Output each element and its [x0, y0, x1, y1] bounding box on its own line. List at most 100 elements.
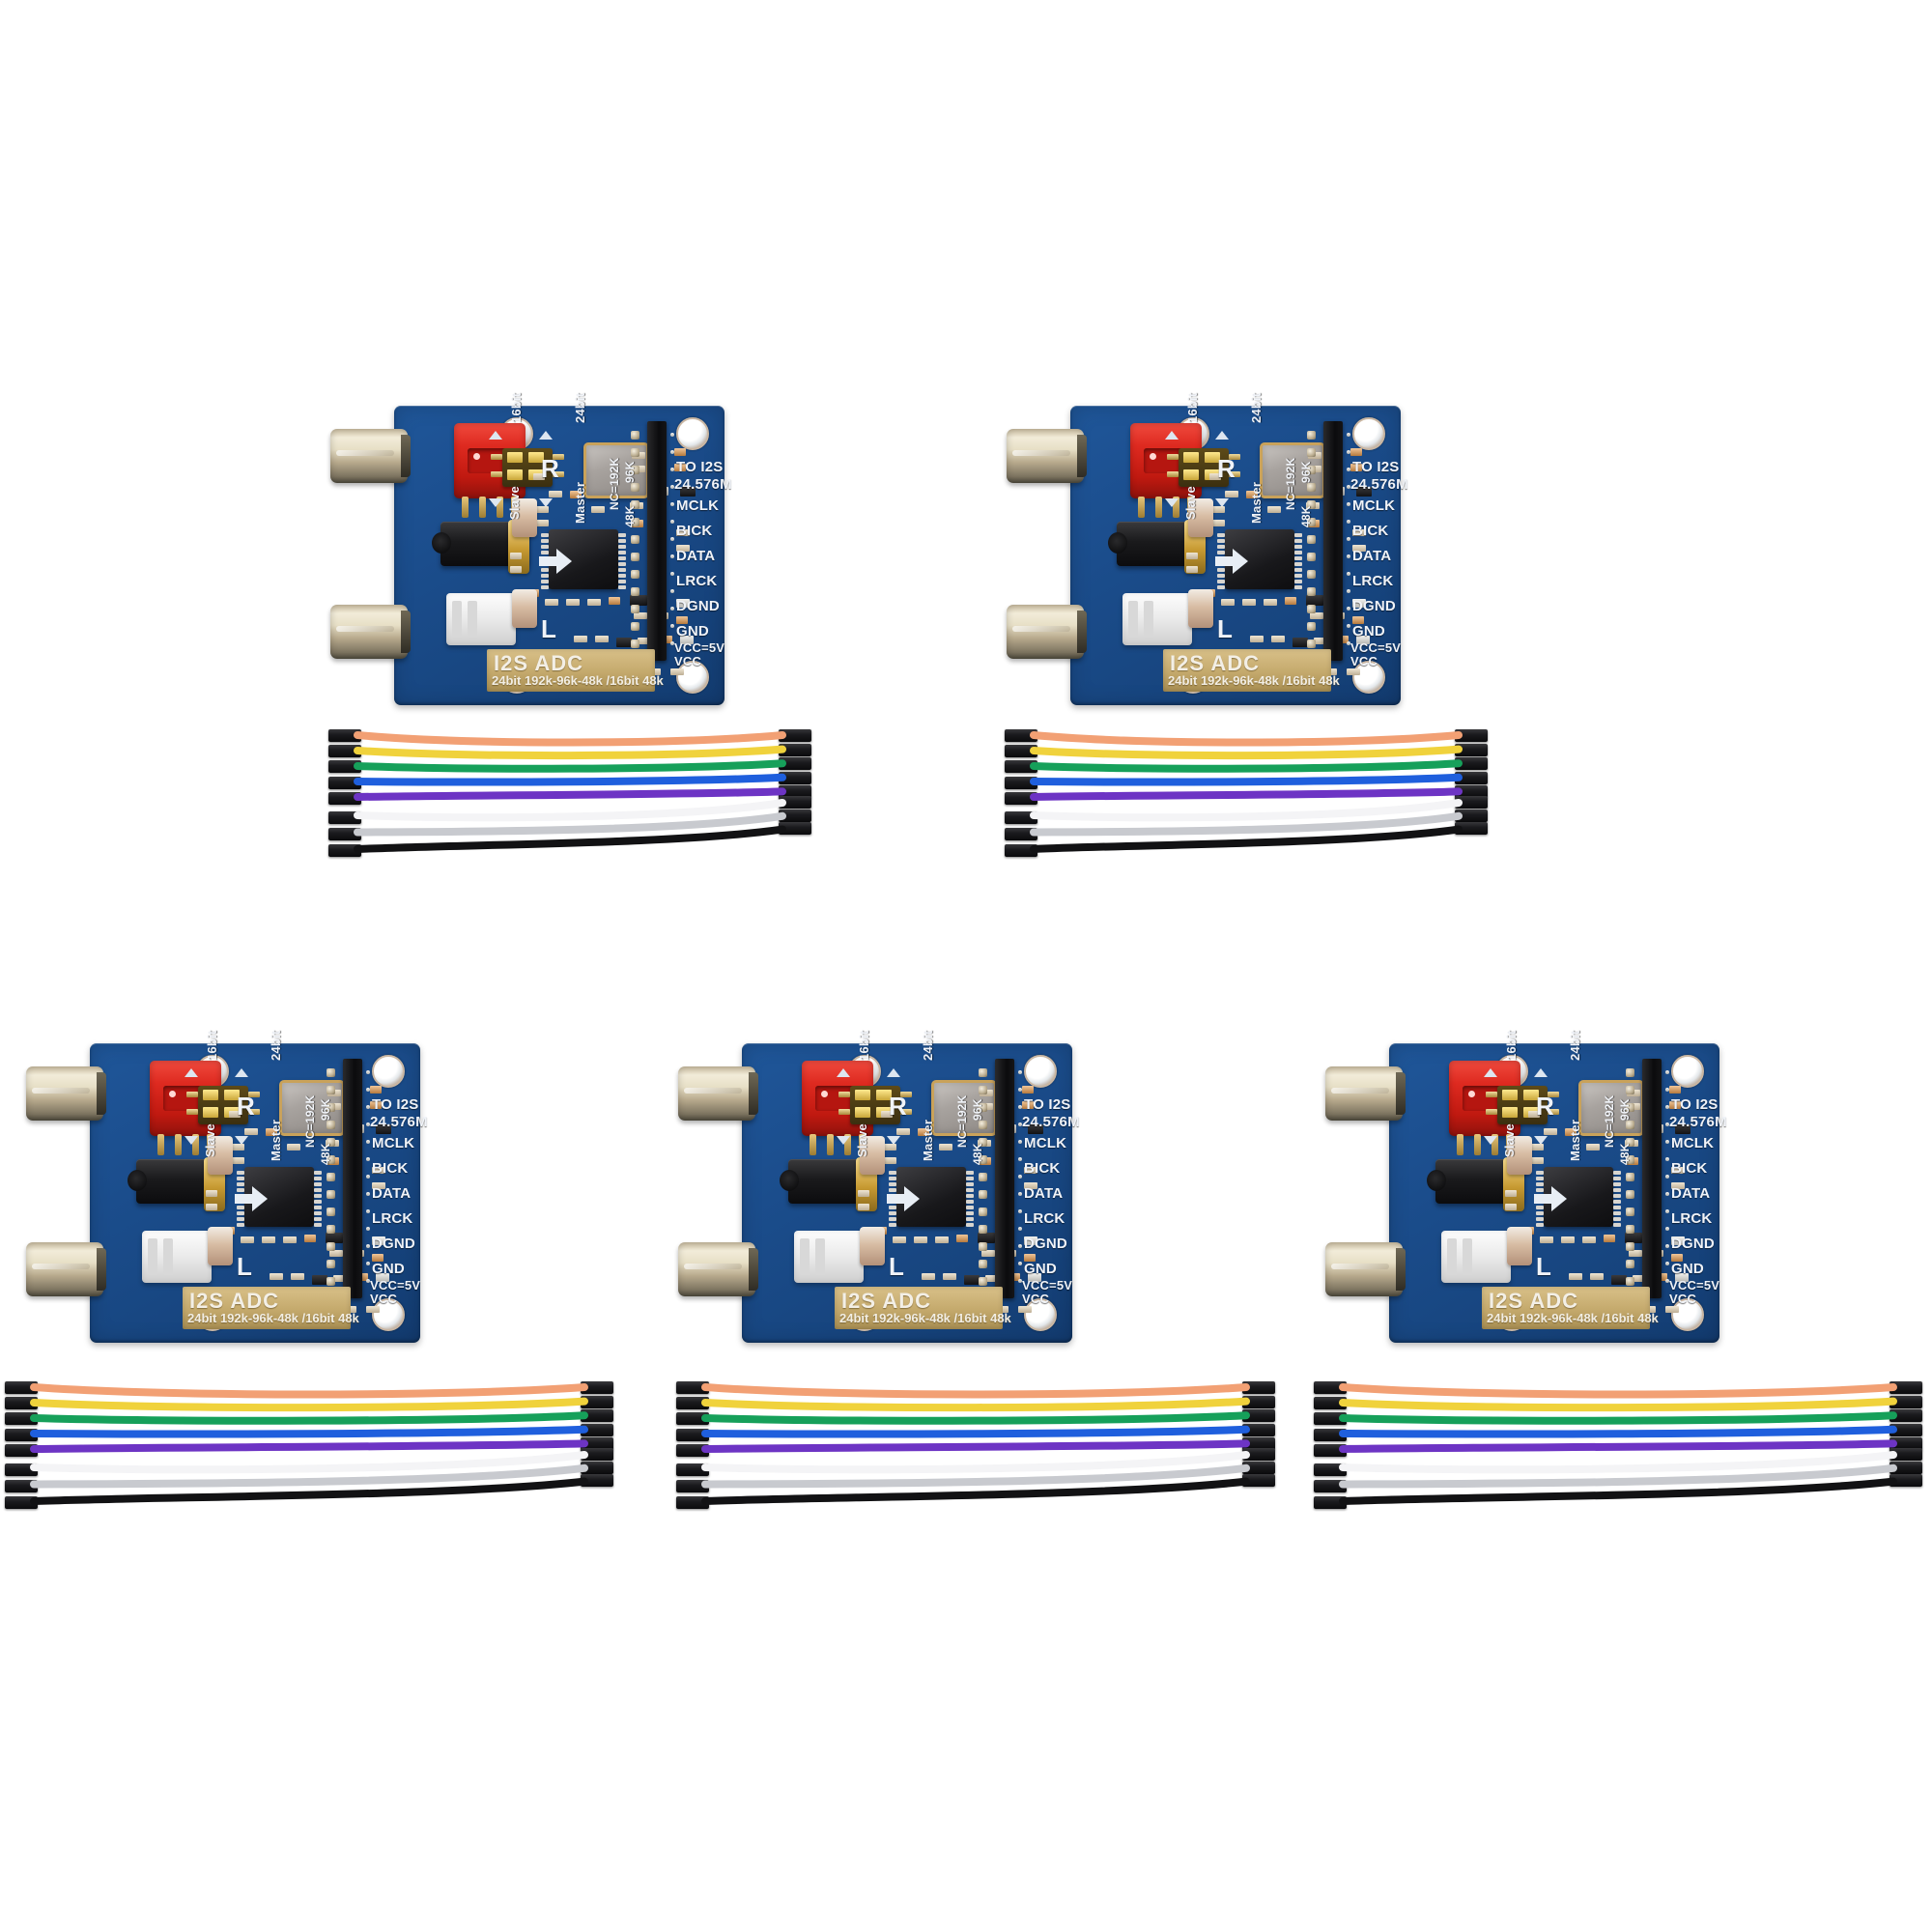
header-pin-3[interactable]	[979, 1103, 987, 1112]
header-pin-2[interactable]	[1307, 448, 1316, 457]
connector-housing-pin-7[interactable]	[1314, 1480, 1347, 1492]
dip-switch-lever[interactable]	[855, 1107, 870, 1118]
connector-housing-pin-6[interactable]	[779, 796, 811, 809]
connector-housing-pin-4[interactable]	[1242, 1423, 1275, 1436]
dip-switch-lever[interactable]	[1183, 452, 1199, 463]
header-pin-13[interactable]	[979, 1277, 987, 1286]
connector-housing-pin-4[interactable]	[676, 1428, 709, 1441]
header-pin-9[interactable]	[631, 570, 639, 579]
header-pin-4[interactable]	[979, 1121, 987, 1129]
connector-housing-pin-3[interactable]	[779, 757, 811, 770]
header-pin-8[interactable]	[1307, 553, 1316, 561]
header-pin-11[interactable]	[327, 1242, 335, 1251]
cable-connector-right[interactable]	[1242, 1381, 1275, 1507]
header-pin-6[interactable]	[327, 1155, 335, 1164]
connector-housing-pin-8[interactable]	[1314, 1496, 1347, 1509]
header-pin-13[interactable]	[327, 1277, 335, 1286]
dip-switch-lever[interactable]	[507, 452, 523, 463]
header-pin-11[interactable]	[1307, 605, 1316, 613]
header-pin-3[interactable]	[631, 466, 639, 474]
connector-housing-pin-1[interactable]	[676, 1381, 709, 1394]
header-pin-7[interactable]	[631, 535, 639, 544]
header-pin-6[interactable]	[1626, 1155, 1634, 1164]
dip-switch-lever[interactable]	[1205, 452, 1220, 463]
connector-housing-pin-7[interactable]	[1005, 828, 1037, 840]
dip-switch-lever[interactable]	[1205, 469, 1220, 480]
header-pin-11[interactable]	[631, 605, 639, 613]
connector-housing-pin-7[interactable]	[1242, 1461, 1275, 1474]
connector-housing-pin-3[interactable]	[676, 1412, 709, 1426]
dip-switch-lever[interactable]	[224, 1090, 240, 1100]
connector-housing-pin-1[interactable]	[1314, 1381, 1347, 1394]
connector-housing-pin-8[interactable]	[1889, 1474, 1922, 1487]
header-pin-4[interactable]	[631, 483, 639, 492]
connector-housing-pin-2[interactable]	[5, 1397, 38, 1410]
connector-housing-pin-1[interactable]	[1005, 729, 1037, 742]
header-pin-1[interactable]	[631, 431, 639, 440]
i2s-pin-header[interactable]	[995, 1059, 1014, 1298]
header-pin-12[interactable]	[979, 1260, 987, 1268]
header-pin-9[interactable]	[327, 1208, 335, 1216]
cable-connector-left[interactable]	[328, 729, 361, 857]
connector-housing-pin-2[interactable]	[328, 745, 361, 758]
header-pin-6[interactable]	[631, 518, 639, 526]
cable-connector-left[interactable]	[676, 1381, 709, 1509]
cable-connector-left[interactable]	[5, 1381, 38, 1509]
header-pin-12[interactable]	[1626, 1260, 1634, 1268]
connector-housing-pin-6[interactable]	[1242, 1448, 1275, 1461]
connector-housing-pin-2[interactable]	[1242, 1395, 1275, 1408]
header-pin-6[interactable]	[1307, 518, 1316, 526]
i2s-pin-header[interactable]	[1642, 1059, 1662, 1298]
header-pin-9[interactable]	[1626, 1208, 1634, 1216]
dip-switch-lever[interactable]	[203, 1090, 218, 1100]
header-pin-2[interactable]	[979, 1086, 987, 1094]
connector-housing-pin-1[interactable]	[581, 1381, 613, 1394]
cable-connector-right[interactable]	[1889, 1381, 1922, 1507]
connector-housing-pin-5[interactable]	[1242, 1437, 1275, 1450]
dip-switch-lever[interactable]	[203, 1107, 218, 1118]
connector-housing-pin-5[interactable]	[328, 791, 361, 805]
connector-housing-pin-2[interactable]	[1889, 1395, 1922, 1408]
header-pin-3[interactable]	[1626, 1103, 1634, 1112]
dip-switch-lever[interactable]	[855, 1090, 870, 1100]
connector-housing-pin-5[interactable]	[1455, 785, 1488, 798]
connector-housing-pin-1[interactable]	[779, 729, 811, 742]
connector-housing-pin-5[interactable]	[1889, 1437, 1922, 1450]
connector-housing-pin-8[interactable]	[1005, 844, 1037, 857]
dip-switch-lever[interactable]	[1523, 1090, 1539, 1100]
connector-housing-pin-4[interactable]	[581, 1423, 613, 1436]
header-pin-5[interactable]	[327, 1138, 335, 1147]
header-pin-2[interactable]	[1626, 1086, 1634, 1094]
connector-housing-pin-3[interactable]	[1005, 760, 1037, 774]
header-pin-10[interactable]	[979, 1225, 987, 1234]
connector-housing-pin-4[interactable]	[779, 771, 811, 784]
connector-housing-pin-8[interactable]	[1455, 822, 1488, 835]
connector-housing-pin-5[interactable]	[779, 785, 811, 798]
connector-housing-pin-1[interactable]	[328, 729, 361, 742]
connector-housing-pin-4[interactable]	[1314, 1428, 1347, 1441]
header-pin-2[interactable]	[327, 1086, 335, 1094]
connector-housing-pin-6[interactable]	[1889, 1448, 1922, 1461]
connector-housing-pin-4[interactable]	[5, 1428, 38, 1441]
header-pin-10[interactable]	[1626, 1225, 1634, 1234]
header-pin-12[interactable]	[1307, 622, 1316, 631]
connector-housing-pin-8[interactable]	[676, 1496, 709, 1509]
connector-housing-pin-3[interactable]	[1242, 1409, 1275, 1422]
header-pin-11[interactable]	[1626, 1242, 1634, 1251]
connector-housing-pin-2[interactable]	[1005, 745, 1037, 758]
header-pin-7[interactable]	[1307, 535, 1316, 544]
connector-housing-pin-2[interactable]	[1455, 743, 1488, 756]
header-pin-8[interactable]	[631, 553, 639, 561]
header-pin-8[interactable]	[979, 1190, 987, 1199]
connector-housing-pin-6[interactable]	[581, 1448, 613, 1461]
header-pin-11[interactable]	[979, 1242, 987, 1251]
dip-switch-lever[interactable]	[224, 1107, 240, 1118]
connector-housing-pin-7[interactable]	[328, 828, 361, 840]
connector-housing-pin-3[interactable]	[1889, 1409, 1922, 1422]
header-pin-3[interactable]	[327, 1103, 335, 1112]
header-pin-1[interactable]	[1626, 1068, 1634, 1077]
connector-housing-pin-6[interactable]	[676, 1463, 709, 1476]
connector-housing-pin-7[interactable]	[1455, 809, 1488, 822]
connector-housing-pin-4[interactable]	[1005, 776, 1037, 789]
connector-housing-pin-6[interactable]	[1005, 811, 1037, 824]
